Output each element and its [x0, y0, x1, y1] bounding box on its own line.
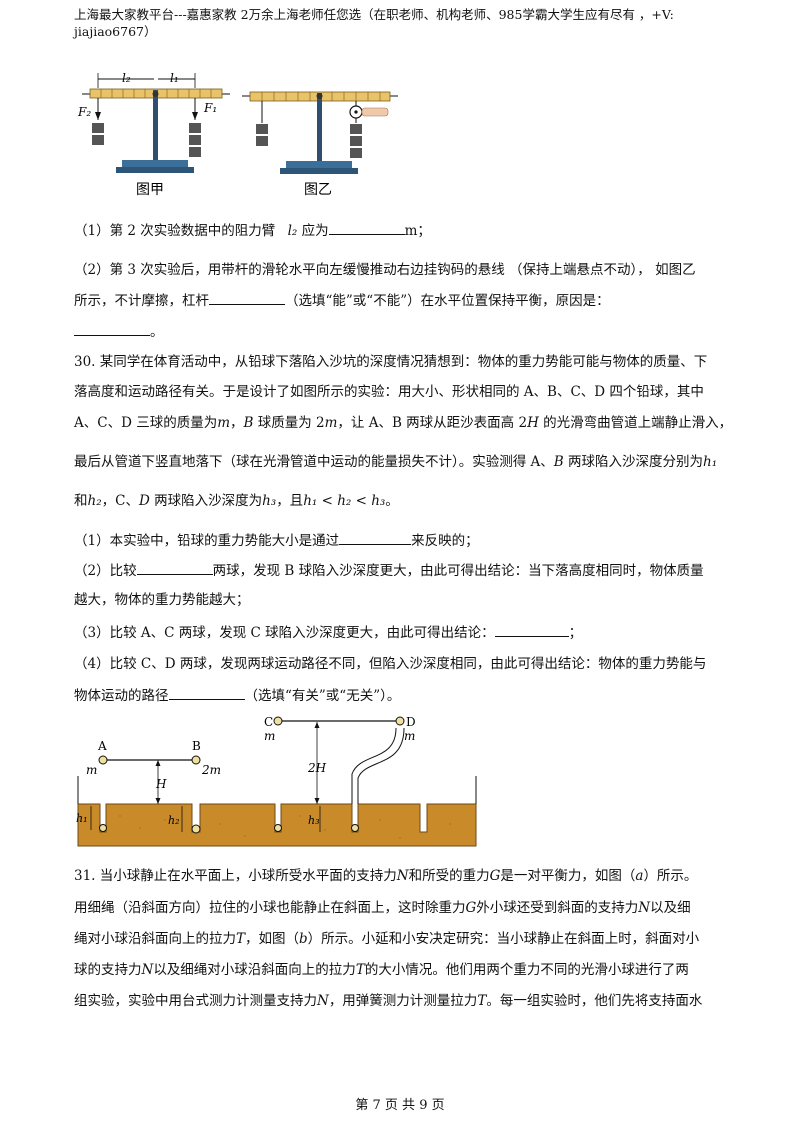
label-l1: l₁ — [170, 71, 179, 85]
label-mass-A: m — [86, 763, 97, 777]
lever-a: l₂ l₁ F₂ F₁ — [77, 71, 230, 173]
caption-figure-b: 图乙 — [304, 182, 332, 198]
label-F2: F₂ — [77, 105, 91, 119]
q30-sub-1: （1）本实验中，铅球的重力势能大小是通过来反映的； — [74, 530, 479, 551]
sand-bed — [77, 803, 477, 847]
q30-sub-4: （4）比较 C、D 两球，发现两球运动路径不同，但陷入沙深度相同，由此可得出结论… — [74, 656, 707, 672]
q30-sub-2: （2）比较两球，发现 B 球陷入沙深度更大，由此可得出结论：当下落高度相同时，物… — [74, 560, 704, 581]
q31-line-1: 31. 当小球静止在水平面上，小球所受水平面的支持力N和所受的重力G是一对平衡力… — [74, 868, 698, 884]
caption-figure-a: 图甲 — [136, 182, 164, 198]
lever-figure: l₂ l₁ F₂ F₁ 图甲 图乙 — [77, 71, 398, 198]
label-H: H — [155, 777, 167, 791]
q30-line-5: 和h₂，C、D 两球陷入沙深度为h₃，且h₁ < h₂ < h₃。 — [74, 493, 399, 509]
lever-b — [242, 91, 398, 174]
sand-pit-figure: A B m 2m H h₁ h₂ h₃ C D m m 2H — [76, 715, 477, 847]
label-F1: F₁ — [203, 101, 217, 115]
q30-line-2: 落高度和运动路径有关。于是设计了如图所示的实验：用大小、形状相同的 A、B、C、… — [74, 384, 704, 400]
q31-line-2: 用细绳（沿斜面方向）拉住的小球也能静止在斜面上，这时除重力G外小球还受到斜面的支… — [74, 900, 691, 916]
header-line-1: 上海最大家教平台---嘉惠家教 2万余上海老师任您选（在职老师、机构老师、985… — [74, 7, 674, 22]
label-ball-D: D — [406, 715, 416, 729]
q29-part-2-line-1: （2）第 3 次实验后，用带杆的滑轮水平向左缓慢推动右边挂钩码的悬线 （保持上端… — [74, 262, 696, 278]
q30-sub-2-cont: 越大，物体的重力势能越大； — [74, 592, 250, 608]
q31-line-3: 绳对小球沿斜面向上的拉力T，如图（b）所示。小延和小安决定研究：当小球静止在斜面… — [74, 931, 700, 947]
q29-part-2-line-3: 。 — [74, 321, 164, 342]
label-ball-B: B — [192, 739, 201, 753]
q30-sub-3: （3）比较 A、C 两球，发现 C 球陷入沙深度更大，由此可得出结论：； — [74, 622, 582, 643]
label-mass-B: 2m — [201, 763, 221, 777]
q31-line-4: 球的支持力N以及细绳对小球沿斜面向上的拉力T的大小情况。他们用两个重力不同的光滑… — [74, 962, 689, 978]
header-line-2: jiajiao6767） — [74, 24, 157, 39]
q31-line-5: 组实验，实验中用台式测力计测量支持力N，用弹簧测力计测量拉力T。每一组实验时，他… — [74, 993, 703, 1009]
label-ball-C: C — [264, 715, 273, 729]
label-mass-D: m — [404, 729, 415, 743]
label-h3: h₃ — [308, 814, 320, 827]
q30-sub-4-cont: 物体运动的路径（选填“有关”或“无关”）。 — [74, 685, 400, 706]
page-footer: 第 7 页 共 9 页 — [355, 1098, 445, 1113]
q29-part-2-line-2: 所示，不计摩擦，杠杆（选填“能”或“不能”）在水平位置保持平衡，原因是： — [74, 290, 610, 311]
label-ball-A: A — [97, 739, 107, 753]
label-h1: h₁ — [76, 812, 88, 825]
label-mass-C: m — [264, 729, 275, 743]
q30-line-1: 30. 某同学在体育活动中，从铅球下落陷入沙坑的深度情况猜想到：物体的重力势能可… — [74, 354, 708, 370]
label-l2: l₂ — [122, 71, 131, 85]
q30-line-4: 最后从管道下竖直地落下（球在光滑管道中运动的能量损失不计）。实验测得 A、B 两… — [74, 454, 718, 470]
q30-line-3: A、C、D 三球的质量为m，B 球质量为 2m，让 A、B 两球从距沙表面高 2… — [74, 415, 733, 431]
label-h2: h₂ — [168, 814, 180, 827]
label-2H: 2H — [307, 761, 327, 775]
